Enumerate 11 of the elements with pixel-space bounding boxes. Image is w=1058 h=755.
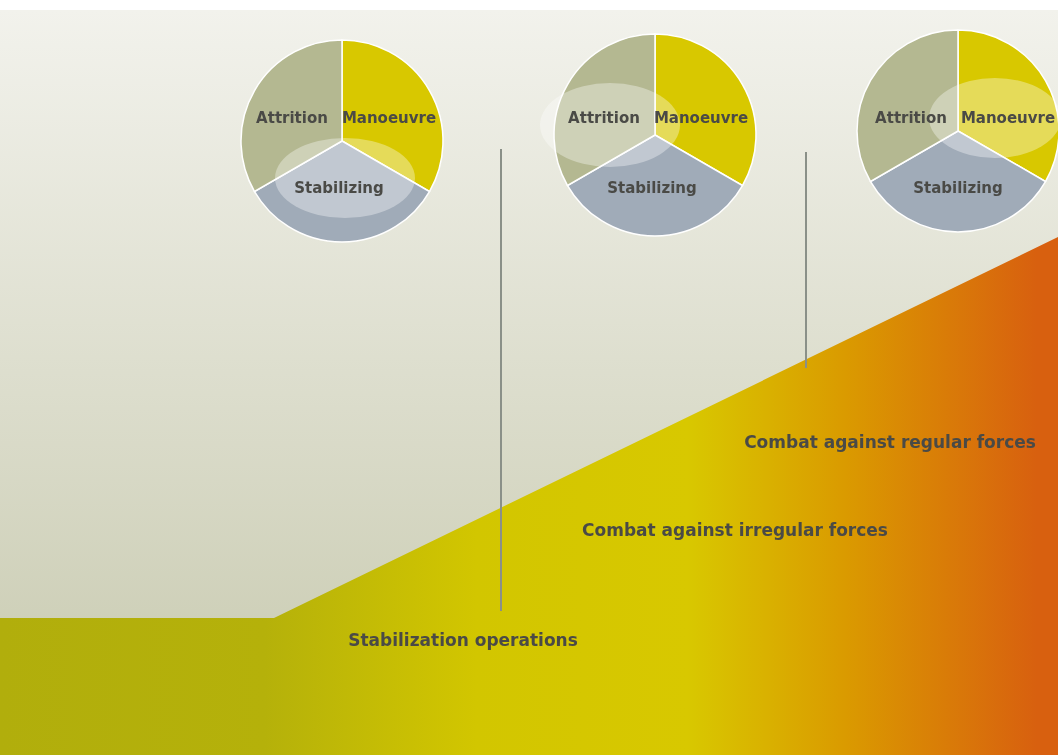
slice-label: Attrition bbox=[568, 109, 640, 127]
zone-label: Combat against regular forces bbox=[744, 432, 1036, 452]
slice-label: Manoeuvre bbox=[341, 109, 437, 127]
zone-label: Stabilization operations bbox=[348, 630, 578, 650]
slice-label: Attrition bbox=[875, 109, 947, 127]
slice-label: Manoeuvre bbox=[960, 109, 1056, 127]
zone-label: Combat against irregular forces bbox=[582, 520, 888, 540]
slice-label: Stabilizing bbox=[913, 179, 1003, 197]
slice-label: Stabilizing bbox=[607, 179, 697, 197]
slice-label: Stabilizing bbox=[294, 179, 384, 197]
slice-label: Attrition bbox=[256, 109, 328, 127]
